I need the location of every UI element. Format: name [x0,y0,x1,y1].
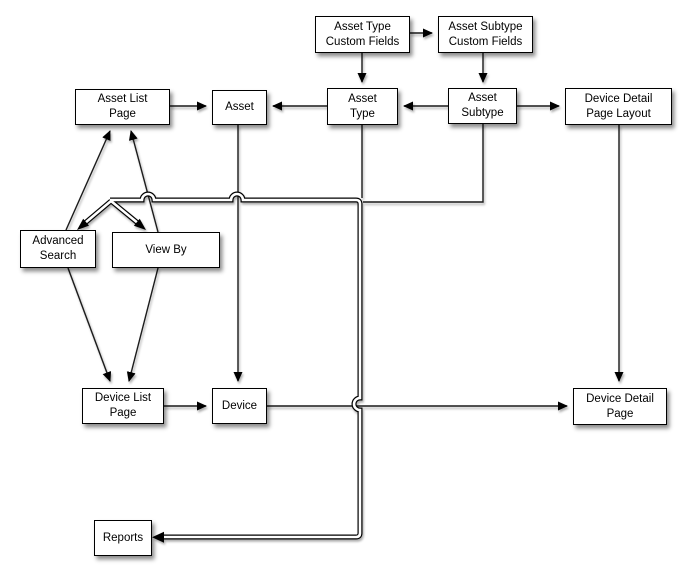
stub-asset-subtype-to-channel [363,123,484,203]
node-asset-type-custom-fields: Asset Type Custom Fields [315,16,410,53]
node-asset: Asset [212,90,267,125]
edge-view-by-to-asset-list-page [128,130,159,233]
channel-main-inner [110,192,362,539]
node-asset-subtype-custom-fields: Asset Subtype Custom Fields [438,16,533,53]
arrowhead-to-view-by [133,218,146,230]
node-device-detail-page-layout: Device Detail Page Layout [565,88,672,125]
node-asset-list-page: Asset List Page [75,89,170,125]
node-device-detail-page: Device Detail Page [573,388,667,425]
node-view-by: View By [112,232,220,268]
node-asset-subtype: Asset Subtype [448,88,517,124]
node-device: Device [212,388,267,424]
node-asset-type: Asset Type [327,88,398,125]
edge-view-by-to-device-list-page [126,267,159,382]
edge-advanced-search-to-device-list-page [67,267,112,382]
node-advanced-search: Advanced Search [20,230,96,268]
edge-advanced-search-to-asset-list-page [65,130,111,231]
channel-branch-view-by-inner [110,199,140,226]
arrowhead-to-advanced-search [77,218,89,230]
node-reports: Reports [94,520,152,556]
channel-branch-advanced-search-inner [84,200,112,224]
node-device-list-page: Device List Page [82,388,164,424]
arrowhead-to-reports [152,531,164,543]
